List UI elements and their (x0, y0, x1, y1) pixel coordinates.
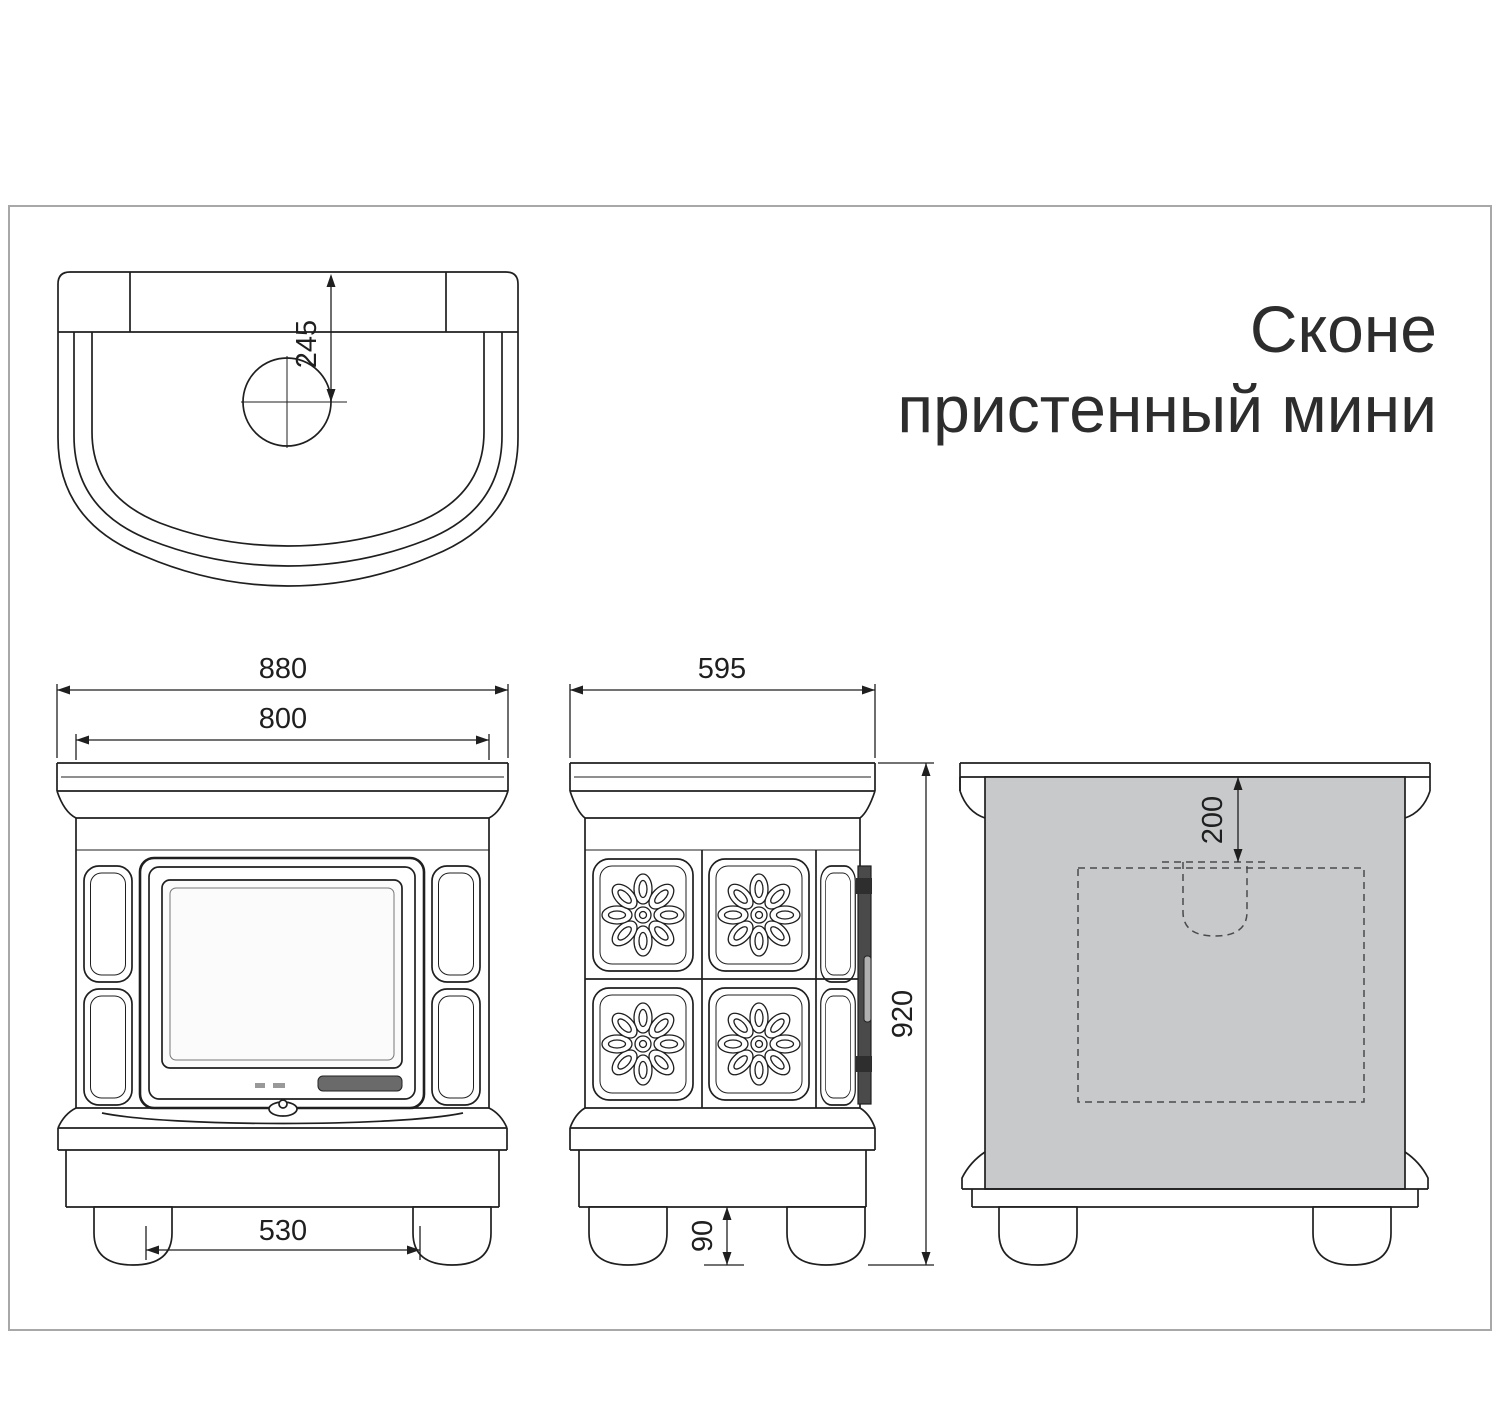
front-apron-curve (101, 1112, 464, 1125)
front-view: 880 800 530 (56, 653, 509, 1266)
side-lower-panel (819, 988, 857, 1106)
dim-920-label: 920 (887, 990, 919, 1038)
dim-595-label: 595 (698, 653, 746, 685)
dim-245-label: 245 (291, 320, 323, 368)
drawing-border-frame (8, 205, 1492, 1331)
dimension-top-flue-offset: 245 (291, 274, 336, 402)
rear-left-foot (998, 1206, 1078, 1266)
rear-view: 200 (959, 762, 1431, 1266)
door-handle-bar (317, 1075, 403, 1092)
rear-access-panel-dashed (1077, 867, 1365, 1103)
door-side-handle (863, 955, 872, 1023)
dimension-overall-height: 920 (868, 762, 934, 1266)
dim-200-label: 200 (1197, 796, 1229, 844)
firebox-door-glass (161, 879, 403, 1069)
rosette-tile (709, 859, 809, 971)
door-hinge (856, 1056, 872, 1072)
dimension-front-feet-span: 530 (145, 1215, 421, 1260)
side-rear-foot (786, 1206, 866, 1266)
dimension-rear-flue-offset: 200 (1197, 777, 1243, 862)
title-line-1: Сконе (1250, 292, 1437, 366)
rosette-tile (593, 859, 693, 971)
dim-880-label: 880 (259, 653, 307, 685)
front-right-lower-panel (431, 988, 481, 1106)
front-right-foot (412, 1206, 492, 1266)
front-right-upper-panel (431, 865, 481, 983)
dimension-front-body-width: 800 (75, 703, 490, 760)
dim-530-label: 530 (259, 1215, 307, 1247)
dimension-front-outer-width: 880 (56, 653, 509, 758)
top-view-inner-contour (91, 332, 485, 547)
door-vent-slot (273, 1083, 285, 1088)
front-left-lower-panel (83, 988, 133, 1106)
front-left-upper-panel (83, 865, 133, 983)
rosette-tile (709, 988, 809, 1100)
side-front-foot (588, 1206, 668, 1266)
front-left-foot (93, 1206, 173, 1266)
page-title: Сконе пристенный мини (897, 292, 1437, 446)
door-vent-slot (255, 1083, 265, 1088)
door-hinge (856, 878, 872, 894)
top-view-middle-contour (73, 332, 503, 567)
top-view: 245 (57, 271, 519, 587)
side-upper-panel (819, 865, 857, 983)
dim-800-label: 800 (259, 703, 307, 735)
dimension-side-depth: 595 (569, 653, 876, 758)
rear-cover-panel (984, 776, 1406, 1190)
top-view-outer-contour (57, 271, 519, 587)
side-view: 595 920 90 (569, 653, 934, 1266)
rosette-tile (593, 988, 693, 1100)
rear-right-foot (1312, 1206, 1392, 1266)
dim-90-label: 90 (687, 1220, 719, 1252)
title-line-2: пристенный мини (897, 372, 1437, 446)
dimension-foot-height: 90 (687, 1207, 744, 1266)
